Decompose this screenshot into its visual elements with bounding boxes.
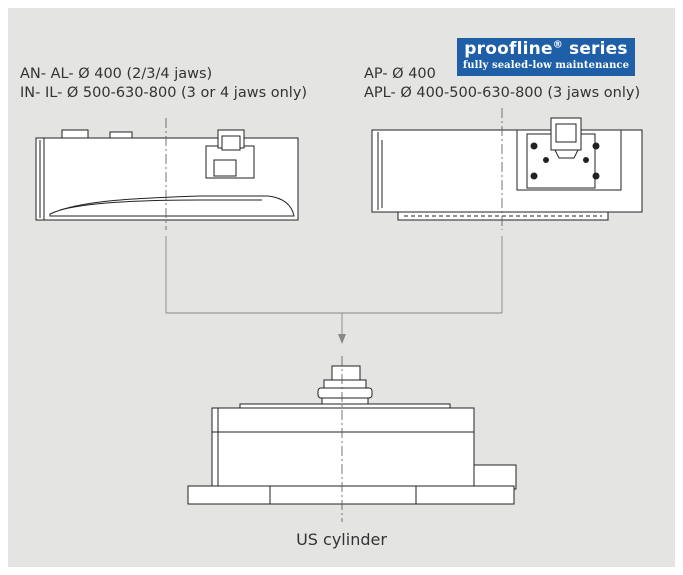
badge-title: proofline® series	[464, 39, 628, 59]
cylinder-port	[473, 464, 517, 490]
us-cylinder-drawing	[187, 365, 517, 505]
cylinder-base-plate	[187, 485, 515, 505]
down-arrow	[338, 334, 346, 344]
diagram-caption: US cylinder	[296, 530, 387, 549]
left-label-line2: IN- IL- Ø 500-630-800 (3 or 4 jaws only)	[20, 85, 308, 101]
left-chuck-drawing	[35, 129, 299, 221]
badge-subtitle: fully sealed-low maintenance	[462, 60, 630, 71]
right-label-line2: APL- Ø 400-500-630-800 (3 jaws only)	[364, 85, 641, 101]
right-label-line1: AP- Ø 400	[364, 66, 436, 82]
left-chuck-top-tab-2	[109, 131, 133, 139]
left-chuck-top-tab-1	[61, 129, 89, 139]
cylinder-body	[211, 431, 475, 489]
left-label-line1: AN- AL- Ø 400 (2/3/4 jaws)	[20, 66, 213, 82]
right-chuck-drawing	[371, 117, 643, 221]
center-lines	[165, 108, 503, 230]
connector-lines	[165, 236, 503, 344]
cylinder-flange	[211, 407, 475, 433]
proofline-series-badge: proofline® series fully sealed-low maint…	[457, 38, 635, 76]
